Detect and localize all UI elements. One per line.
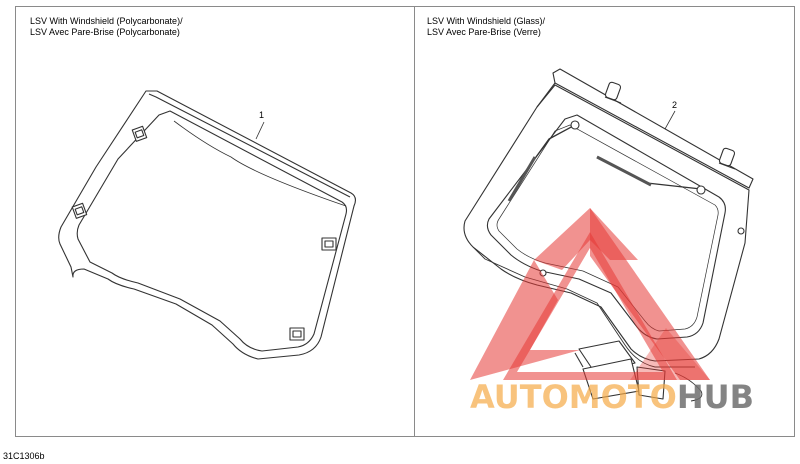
callout-number: 2 [672,100,678,110]
frame-outer [463,84,750,362]
mount-clip [71,202,88,219]
glass-windshield-drawing [463,68,754,402]
panel-polycarbonate: LSV With Windshield (Polycarbonate)/ LSV… [15,6,415,437]
windshield-inner-outline [76,110,348,352]
caption-line-2: LSV Avec Pare-Brise (Polycarbonate) [30,27,180,37]
mount-bracket [604,81,622,104]
frame-inner [486,114,726,340]
caption-line-2: LSV Avec Pare-Brise (Verre) [427,27,541,37]
panel-caption: LSV With Windshield (Polycarbonate)/ LSV… [30,16,183,38]
callout-leader [255,121,265,140]
caption-line-1: LSV With Windshield (Glass)/ [427,16,546,26]
wiper-motor-assembly [574,340,703,402]
document-reference: 31C1306b [3,451,45,461]
callout-leader [664,110,676,130]
mount-clip [289,327,305,341]
windshield-outer-outline [58,90,357,360]
polycarbonate-windshield-drawing [58,90,357,360]
wiper-arm [510,124,576,200]
mount-bracket [718,147,736,170]
top-frame-bar [552,68,754,189]
mount-clip [131,125,148,142]
panel-glass: LSV With Windshield (Glass)/ LSV Avec Pa… [414,6,795,437]
mount-clip [321,237,337,251]
caption-line-1: LSV With Windshield (Polycarbonate)/ [30,16,183,26]
panel-caption: LSV With Windshield (Glass)/ LSV Avec Pa… [427,16,545,38]
callout-number: 1 [259,110,265,120]
